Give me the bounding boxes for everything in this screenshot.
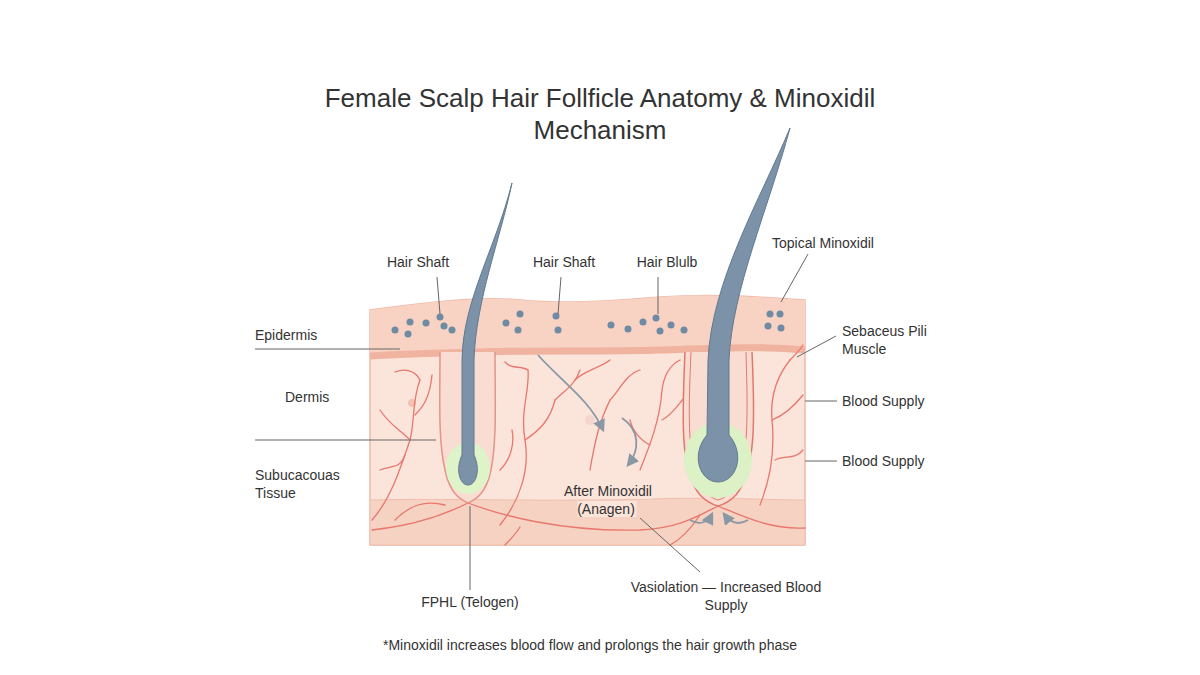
layer-label: Epidermis (255, 326, 317, 344)
dermis-layer (370, 295, 805, 545)
mechanism-arrow (538, 355, 748, 523)
part-label: Topical Minoxidil (772, 234, 874, 252)
epidermis-layer (370, 295, 805, 356)
label-text: Blood Supply (842, 393, 925, 409)
label-text: Hair Shaft (533, 254, 595, 270)
label-text: Dermis (285, 389, 329, 405)
label-text: Subucacouas Tissue (255, 467, 340, 501)
title-text: Female Scalp Hair Follficle Anatomy & Mi… (325, 83, 876, 145)
minoxidil-dots (392, 311, 785, 338)
label-text: Epidermis (255, 327, 317, 343)
layer-label: Dermis (285, 388, 329, 406)
state-label: After Minoxidil (Anagen) (540, 482, 675, 518)
note-label: Vasiolation — Increased Blood Supply (629, 578, 824, 614)
part-label: Hair Shaft (387, 253, 449, 271)
label-text: Vasiolation — Increased Blood Supply (631, 579, 821, 613)
diagram-title: Female Scalp Hair Follficle Anatomy & Mi… (320, 82, 880, 146)
leader-line (255, 254, 837, 590)
label-text: Hair Blulb (637, 254, 698, 270)
label-text: FPHL (Telogen) (421, 594, 519, 610)
part-label: Sebaceus Pili Muscle (842, 322, 960, 358)
part-label: Blood Supply (842, 452, 925, 470)
label-text: Topical Minoxidil (772, 235, 874, 251)
caption-text: *Minoxidil increases blood flow and prol… (383, 637, 797, 653)
blood-vessels (372, 345, 805, 545)
part-label: Blood Supply (842, 392, 925, 410)
hair-shaft (698, 128, 790, 482)
layer-label: Subucacouas Tissue (255, 466, 360, 502)
hair-shaft (459, 183, 512, 485)
diagram-caption: *Minoxidil increases blood flow and prol… (383, 637, 797, 653)
label-text: Blood Supply (842, 453, 925, 469)
state-label: FPHL (Telogen) (421, 593, 519, 611)
part-label: Hair Shaft (533, 253, 595, 271)
label-text: Sebaceus Pili Muscle (842, 323, 927, 357)
part-label: Hair Blulb (637, 253, 698, 271)
label-text: Hair Shaft (387, 254, 449, 270)
cell-dot (585, 415, 595, 425)
label-text: After Minoxidil (Anagen) (562, 483, 652, 517)
